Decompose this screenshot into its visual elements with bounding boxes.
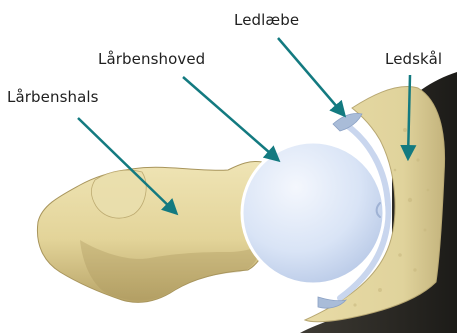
labrum-top xyxy=(333,113,362,131)
femoral-head xyxy=(242,142,384,284)
arrow-laarbenshoved xyxy=(183,77,278,160)
label-laarbenshals: Lårbenshals xyxy=(7,88,99,106)
label-ledskaal: Ledskål xyxy=(385,50,442,68)
label-laarbenshoved: Lårbenshoved xyxy=(98,50,205,68)
arrow-ledlaebe xyxy=(278,38,344,115)
label-ledlaebe: Ledlæbe xyxy=(234,11,299,29)
